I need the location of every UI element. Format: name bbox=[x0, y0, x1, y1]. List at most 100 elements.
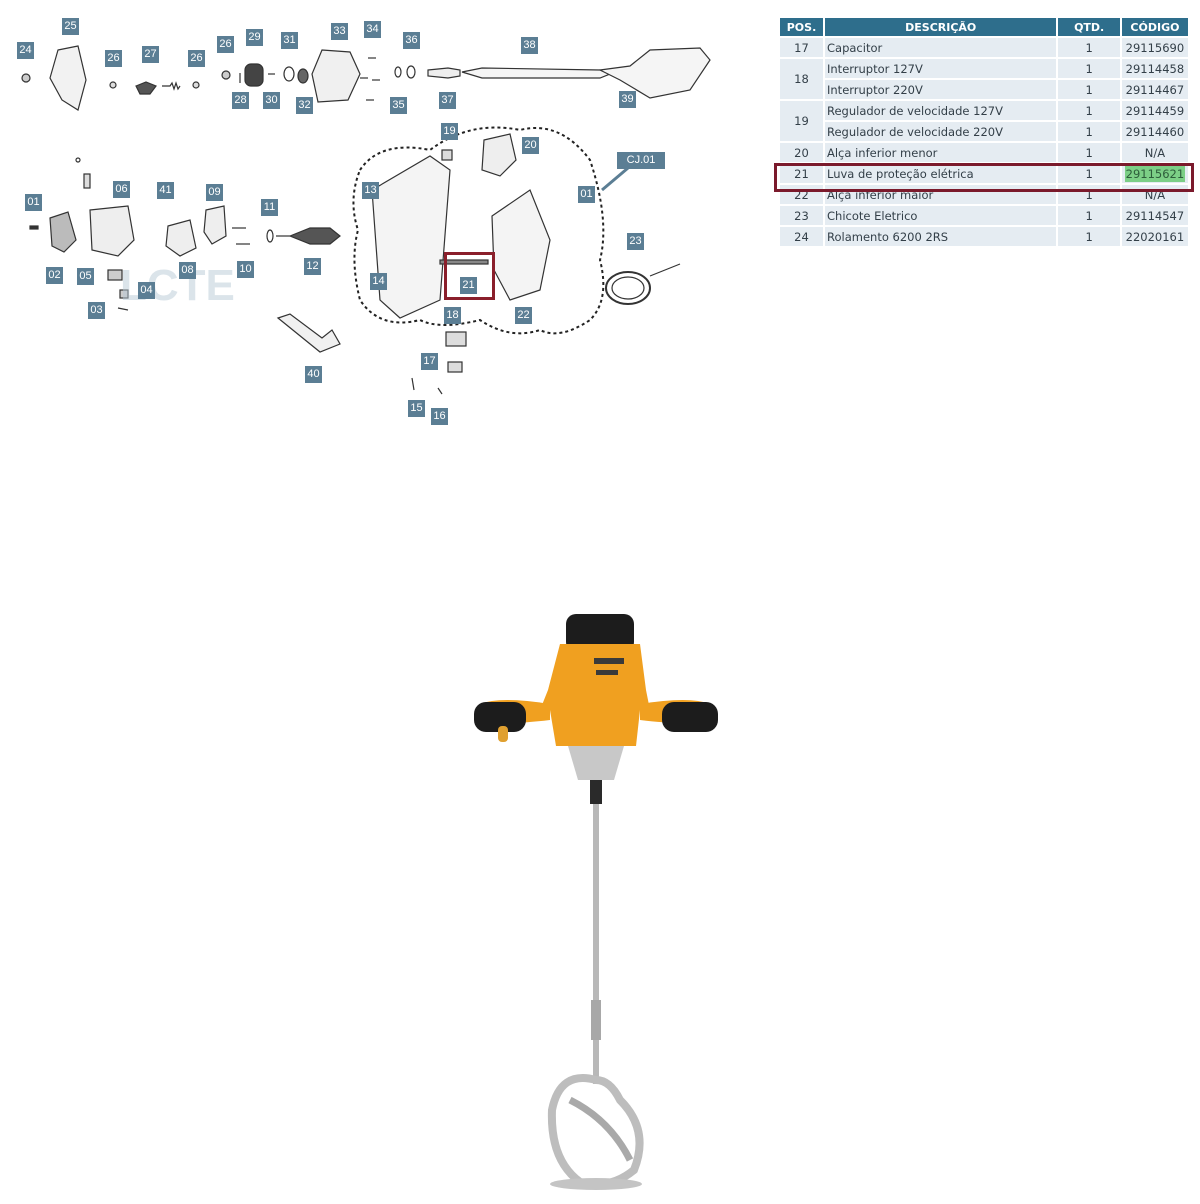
cell-code: 29114467 bbox=[1121, 80, 1188, 99]
cell-qty: 1 bbox=[1058, 59, 1120, 78]
cell-qty: 1 bbox=[1058, 101, 1120, 120]
parts-table: POS. DESCRIÇÃO QTD. CÓDIGO 17 Capacitor … bbox=[778, 16, 1190, 248]
cell-qty: 1 bbox=[1058, 80, 1120, 99]
callout-27: 27 bbox=[142, 46, 159, 63]
callout-26b: 26 bbox=[188, 50, 205, 67]
cell-code: 29114458 bbox=[1121, 59, 1188, 78]
callout-10: 10 bbox=[237, 261, 254, 278]
cell-qty: 1 bbox=[1058, 206, 1120, 225]
callout-18: 18 bbox=[444, 307, 461, 324]
callout-14: 14 bbox=[370, 273, 387, 290]
cell-qty: 1 bbox=[1058, 143, 1120, 162]
callout-20: 20 bbox=[522, 137, 539, 154]
callout-12: 12 bbox=[304, 258, 321, 275]
cell-qty: 1 bbox=[1058, 227, 1120, 246]
callout-22: 22 bbox=[515, 307, 532, 324]
header-description: DESCRIÇÃO bbox=[825, 18, 1057, 36]
cell-pos: 21 bbox=[780, 164, 823, 183]
callout-06: 06 bbox=[113, 181, 130, 198]
cell-description: Alça inferior menor bbox=[825, 143, 1057, 162]
callout-39: 39 bbox=[619, 91, 636, 108]
cell-description: Regulador de velocidade 220V bbox=[825, 122, 1057, 141]
cell-code: 29114460 bbox=[1121, 122, 1188, 141]
callout-01a: 01 bbox=[25, 194, 42, 211]
cell-pos: 23 bbox=[780, 206, 823, 225]
callout-41: 41 bbox=[157, 182, 174, 199]
cell-code: N/A bbox=[1121, 143, 1188, 162]
callout-03: 03 bbox=[88, 302, 105, 319]
cell-pos: 24 bbox=[780, 227, 823, 246]
callout-09: 09 bbox=[206, 184, 223, 201]
cell-description: Chicote Eletrico bbox=[825, 206, 1057, 225]
group-label-cj01: CJ.01 bbox=[617, 152, 665, 169]
callout-16: 16 bbox=[431, 408, 448, 425]
callout-15: 15 bbox=[408, 400, 425, 417]
table-row: 24 Rolamento 6200 2RS 1 22020161 bbox=[780, 227, 1188, 246]
callout-30: 30 bbox=[263, 92, 280, 109]
mixer-drill-photo-icon bbox=[474, 614, 718, 1190]
callout-25: 25 bbox=[62, 18, 79, 35]
table-row: 17 Capacitor 1 29115690 bbox=[780, 38, 1188, 57]
table-row: 19 Regulador de velocidade 127V 1 291144… bbox=[780, 101, 1188, 141]
callout-31: 31 bbox=[281, 32, 298, 49]
cell-qty: 1 bbox=[1058, 122, 1120, 141]
table-row: Interruptor 220V 1 29114467 bbox=[780, 80, 1188, 99]
callout-02: 02 bbox=[46, 267, 63, 284]
cell-code: 22020161 bbox=[1121, 227, 1188, 246]
highlighted-code: 29115621 bbox=[1124, 165, 1186, 182]
callout-24: 24 bbox=[17, 42, 34, 59]
cell-qty: 1 bbox=[1058, 164, 1120, 183]
cell-code: 29114459 bbox=[1121, 101, 1188, 120]
cell-code: 29114547 bbox=[1121, 206, 1188, 225]
cell-code: 29115690 bbox=[1121, 38, 1188, 57]
callout-04: 04 bbox=[138, 282, 155, 299]
callout-21: 21 bbox=[460, 277, 477, 294]
cell-qty: 1 bbox=[1058, 38, 1120, 57]
callout-28: 28 bbox=[232, 92, 249, 109]
cell-pos: 17 bbox=[780, 38, 823, 57]
callout-29: 29 bbox=[246, 29, 263, 46]
header-qty: QTD. bbox=[1058, 18, 1120, 36]
callout-01b: 01 bbox=[578, 186, 595, 203]
table-row: Regulador de velocidade 220V 1 29114460 bbox=[780, 122, 1188, 141]
callout-11: 11 bbox=[261, 199, 278, 216]
table-header-row: POS. DESCRIÇÃO QTD. CÓDIGO bbox=[780, 18, 1188, 36]
callout-26c: 26 bbox=[217, 36, 234, 53]
cell-description: Capacitor bbox=[825, 38, 1057, 57]
cell-code: 29115621 bbox=[1121, 164, 1188, 183]
table-row-highlighted: 21 Luva de proteção elétrica 1 29115621 bbox=[780, 164, 1188, 183]
callout-32: 32 bbox=[296, 97, 313, 114]
cell-description: Interruptor 220V bbox=[825, 80, 1057, 99]
exploded-diagram: LCTE 24 25 26 27 26 26 29 28 30 31 33 34… bbox=[0, 0, 760, 440]
callout-19: 19 bbox=[441, 123, 458, 140]
row-highlight-box bbox=[774, 163, 1194, 192]
callout-38: 38 bbox=[521, 37, 538, 54]
cell-pos: 18 bbox=[780, 59, 823, 99]
cell-description: Regulador de velocidade 127V bbox=[825, 101, 1057, 120]
callout-17: 17 bbox=[421, 353, 438, 370]
header-code: CÓDIGO bbox=[1121, 18, 1188, 36]
callout-05: 05 bbox=[77, 268, 94, 285]
callout-26a: 26 bbox=[105, 50, 122, 67]
cell-description: Rolamento 6200 2RS bbox=[825, 227, 1057, 246]
cell-pos: 19 bbox=[780, 101, 823, 141]
cell-description: Luva de proteção elétrica bbox=[825, 164, 1057, 183]
header-pos: POS. bbox=[780, 18, 823, 36]
table-row: 18 Interruptor 127V 1 29114458 bbox=[780, 59, 1188, 99]
cell-description: Interruptor 127V bbox=[825, 59, 1057, 78]
table-row: 23 Chicote Eletrico 1 29114547 bbox=[780, 206, 1188, 225]
callout-23: 23 bbox=[627, 233, 644, 250]
callout-33: 33 bbox=[331, 23, 348, 40]
callout-13: 13 bbox=[362, 182, 379, 199]
callout-34: 34 bbox=[364, 21, 381, 38]
callout-36: 36 bbox=[403, 32, 420, 49]
callout-08: 08 bbox=[179, 262, 196, 279]
mixer-drill-image bbox=[460, 600, 730, 1200]
cell-pos: 20 bbox=[780, 143, 823, 162]
exploded-diagram-drawing: LCTE bbox=[21, 45, 711, 395]
highlight-box-21 bbox=[444, 252, 495, 300]
callout-35: 35 bbox=[390, 97, 407, 114]
table-row: 20 Alça inferior menor 1 N/A bbox=[780, 143, 1188, 162]
callout-40: 40 bbox=[305, 366, 322, 383]
callout-37: 37 bbox=[439, 92, 456, 109]
